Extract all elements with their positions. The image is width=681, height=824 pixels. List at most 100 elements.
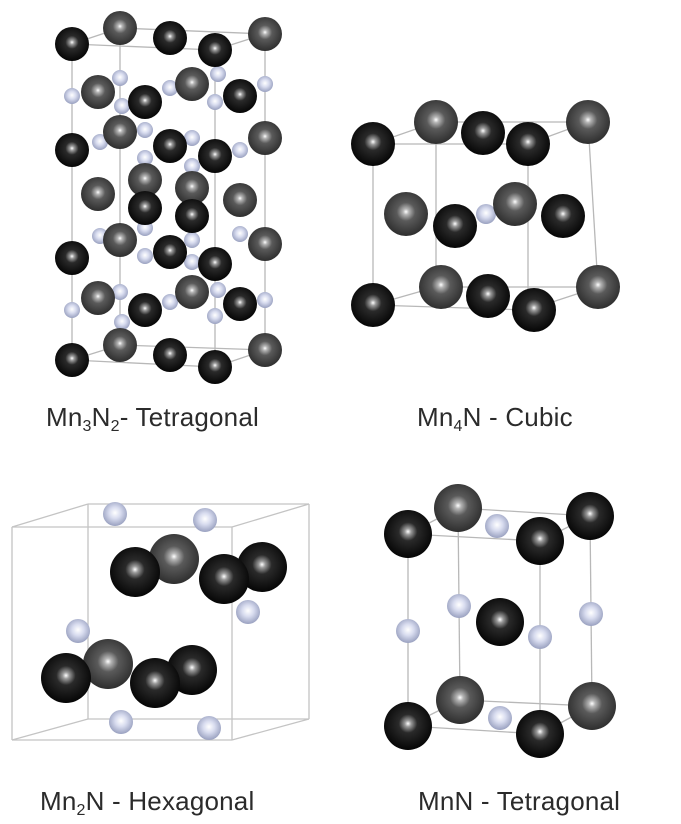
- mn-atom: [512, 288, 556, 332]
- mn4n-structure: [351, 100, 620, 332]
- mn-atom: [476, 598, 524, 646]
- mn-atom: [436, 676, 484, 724]
- mn-atom: [55, 343, 89, 377]
- unit-cell-edge: [231, 503, 310, 528]
- n-atom: [112, 70, 128, 86]
- n-atom: [184, 158, 200, 174]
- mn-atom: [198, 247, 232, 281]
- caption-mn2n-hexagonal: Mn2N - Hexagonal: [40, 786, 255, 819]
- mn-atom: [83, 639, 133, 689]
- mn3n2-mn-atoms: [55, 11, 282, 384]
- n-atom: [184, 130, 200, 146]
- mn-atom: [248, 333, 282, 367]
- mn-atom: [223, 183, 257, 217]
- mn-atom: [175, 171, 209, 205]
- mn4n-n-atom: [476, 204, 496, 224]
- mn-atom: [55, 27, 89, 61]
- n-atom: [114, 98, 130, 114]
- mn-atom: [175, 67, 209, 101]
- mn-atom: [198, 350, 232, 384]
- mn-atom: [198, 139, 232, 173]
- mn-atom: [568, 682, 616, 730]
- mn4n-mn-atoms: [351, 100, 620, 332]
- n-atom: [488, 706, 512, 730]
- n-atom: [137, 248, 153, 264]
- mn-atom: [493, 182, 537, 226]
- unit-cell-edge: [119, 344, 266, 351]
- n-atom: [210, 66, 226, 82]
- mn-atom: [175, 199, 209, 233]
- n-atom: [396, 619, 420, 643]
- n-atom: [109, 710, 133, 734]
- mn3n2-n-atoms: [64, 66, 273, 330]
- mn-atom: [419, 265, 463, 309]
- caption-mn4n-cubic: Mn4N - Cubic: [417, 402, 573, 435]
- mn-atom: [103, 328, 137, 362]
- n-atom: [232, 142, 248, 158]
- n-atom: [114, 314, 130, 330]
- unit-cell-edge: [231, 718, 310, 741]
- mn-atom: [576, 265, 620, 309]
- unit-cell-edge: [11, 718, 89, 741]
- mn-atom: [128, 293, 162, 327]
- mn-atom: [128, 85, 162, 119]
- mn-atom: [130, 658, 180, 708]
- mnn-n-atoms: [396, 514, 603, 730]
- mn-atom: [153, 129, 187, 163]
- n-atom: [485, 514, 509, 538]
- mn2n-n-atoms: [66, 502, 260, 740]
- mn-atom: [223, 287, 257, 321]
- mn-atom: [566, 100, 610, 144]
- n-atom: [103, 502, 127, 526]
- mn-atom: [110, 547, 160, 597]
- mn-atom: [541, 194, 585, 238]
- n-atom: [193, 508, 217, 532]
- mn-atom: [198, 33, 232, 67]
- n-atom: [162, 80, 178, 96]
- n-atom: [447, 594, 471, 618]
- mn2n-structure: [11, 502, 310, 741]
- mn-atom: [516, 517, 564, 565]
- mn3n2-structure: [55, 11, 282, 384]
- mnn-structure: [384, 484, 616, 758]
- mn-atom: [566, 492, 614, 540]
- mn-atom: [248, 17, 282, 51]
- n-atom: [207, 94, 223, 110]
- mn-atom: [466, 274, 510, 318]
- n-atom: [64, 302, 80, 318]
- caption-mnn-tetragonal: MnN - Tetragonal: [418, 786, 621, 816]
- n-atom: [137, 122, 153, 138]
- mn-atom: [248, 227, 282, 261]
- n-atom: [162, 294, 178, 310]
- n-atom: [528, 625, 552, 649]
- n-atom: [66, 619, 90, 643]
- mn-atom: [103, 11, 137, 45]
- mn-atom: [41, 653, 91, 703]
- mn-atom: [128, 191, 162, 225]
- n-atom: [197, 716, 221, 740]
- mn-atom: [506, 122, 550, 166]
- mn-atom: [149, 534, 199, 584]
- unit-cell-edge: [11, 503, 89, 528]
- mn-atom: [175, 275, 209, 309]
- n-atom: [236, 600, 260, 624]
- mn-atom: [414, 100, 458, 144]
- n-atom: [184, 232, 200, 248]
- caption-mn3n2-tetragonal: Mn3N2- Tetragonal: [46, 402, 259, 435]
- mn-atom: [103, 115, 137, 149]
- n-atom: [210, 282, 226, 298]
- unit-cell-edge: [587, 121, 599, 288]
- mn-atom: [384, 510, 432, 558]
- mnn-mn-atoms: [384, 484, 616, 758]
- mn-atom: [81, 281, 115, 315]
- n-atom: [207, 308, 223, 324]
- mn-atom: [433, 204, 477, 248]
- mn-atom: [81, 75, 115, 109]
- mn-atom: [461, 111, 505, 155]
- mn-atom: [237, 542, 287, 592]
- mn-atom: [223, 79, 257, 113]
- n-atom: [579, 602, 603, 626]
- mn-atom: [81, 177, 115, 211]
- mn-atom: [55, 241, 89, 275]
- unit-cell-edge: [119, 27, 266, 35]
